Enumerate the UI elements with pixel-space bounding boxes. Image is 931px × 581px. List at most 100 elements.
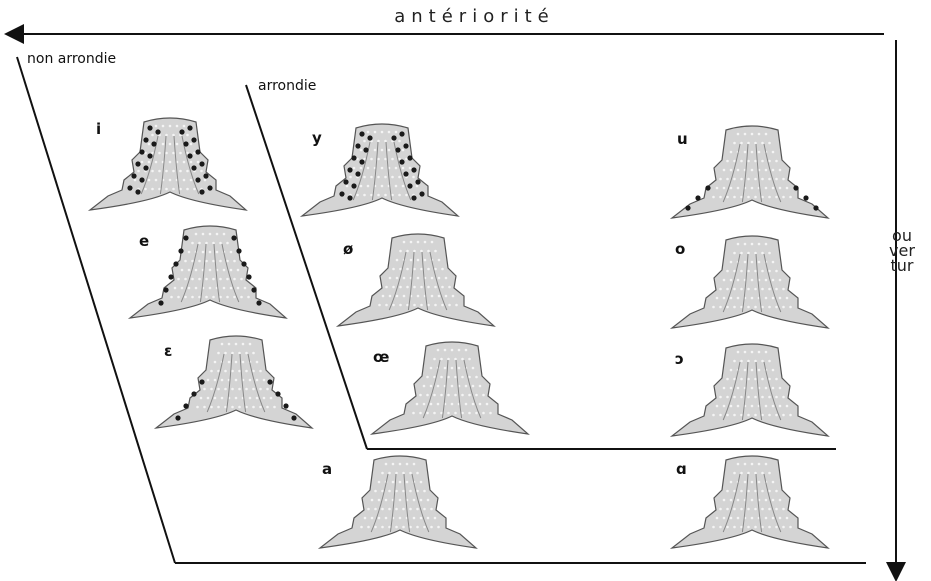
electrode [248, 396, 252, 400]
palate-ridge [173, 135, 181, 195]
electrode [775, 159, 778, 163]
electrode [736, 516, 740, 520]
electrode [208, 250, 212, 254]
contact-dot [395, 147, 401, 153]
electrode [423, 525, 426, 529]
electrode [363, 193, 366, 197]
electrode [196, 405, 199, 409]
electrode [750, 278, 754, 282]
contact-dot [407, 183, 413, 189]
electrode [380, 148, 384, 152]
electrode [761, 489, 764, 493]
electrode [408, 166, 412, 170]
electrode [187, 250, 191, 254]
electrode [200, 169, 203, 173]
electrode [406, 303, 409, 307]
contact-dot [351, 155, 357, 161]
contact-dot [178, 248, 184, 254]
electrode [736, 186, 740, 190]
palate-ridge [741, 473, 749, 533]
electrode [144, 151, 147, 155]
electrode [233, 277, 236, 281]
electrode [367, 507, 370, 511]
palate-ridge [221, 243, 240, 303]
electrode [217, 405, 220, 409]
electrode [266, 387, 269, 391]
electrode [419, 411, 422, 415]
electrode [186, 133, 189, 137]
electrode [205, 295, 208, 299]
electrode [785, 516, 789, 520]
electrode [740, 359, 743, 363]
electrode [380, 184, 384, 188]
contact-dot [347, 167, 353, 173]
electrode [392, 303, 395, 307]
contact-dot [199, 161, 205, 167]
electrode [726, 177, 729, 181]
electrode [771, 168, 775, 172]
electrode [402, 294, 406, 298]
electrode [482, 411, 485, 415]
contact-dot [139, 149, 145, 155]
electrode [198, 277, 201, 281]
contact-dot [203, 173, 209, 179]
palatogram-open-o [669, 343, 830, 437]
electrode [743, 368, 747, 372]
electrode [750, 480, 754, 484]
electrode [715, 516, 719, 520]
electrode [485, 402, 489, 406]
electrode [715, 186, 719, 190]
electrode [373, 130, 377, 134]
electrode [158, 187, 161, 191]
electrode [457, 348, 461, 352]
palate-ridge [421, 251, 429, 311]
electrode [747, 141, 750, 145]
electrode [409, 258, 413, 262]
electrode [430, 507, 433, 511]
electrode [194, 268, 198, 272]
electrode [761, 359, 764, 363]
electrode [240, 277, 243, 281]
electrode [236, 268, 240, 272]
electrode [764, 350, 768, 354]
electrode [151, 151, 154, 155]
contact-dot [283, 403, 289, 409]
electrode [471, 366, 475, 370]
electrode [712, 195, 715, 199]
electrode [184, 277, 187, 281]
electrode [234, 342, 238, 346]
electrode [182, 160, 186, 164]
electrode [782, 177, 785, 181]
electrode [789, 525, 792, 529]
electrode [768, 251, 771, 255]
electrode [212, 241, 215, 245]
electrode [416, 489, 419, 493]
electrode [754, 287, 757, 291]
electrode [712, 305, 715, 309]
electrode [224, 405, 227, 409]
electrode [255, 396, 259, 400]
electrode [245, 387, 248, 391]
electrode [180, 286, 184, 290]
electrode [401, 184, 405, 188]
palate-outline [669, 455, 830, 549]
electrode [712, 413, 715, 417]
contact-dot [403, 171, 409, 177]
contact-dot [695, 195, 701, 201]
electrode [754, 251, 757, 255]
electrode [433, 516, 437, 520]
electrode [199, 396, 203, 400]
electrode [231, 405, 234, 409]
contact-dot [291, 415, 297, 421]
anteriority-axis-label: antériorité [394, 6, 555, 27]
electrode [394, 130, 398, 134]
electrode [761, 141, 764, 145]
palatogram-oe [369, 341, 530, 435]
electrode [743, 150, 747, 154]
electrode [775, 177, 778, 181]
electrode [729, 186, 733, 190]
electrode [219, 295, 222, 299]
palate-ridge [389, 473, 397, 533]
electrode [388, 294, 392, 298]
palate-outline [299, 123, 460, 217]
